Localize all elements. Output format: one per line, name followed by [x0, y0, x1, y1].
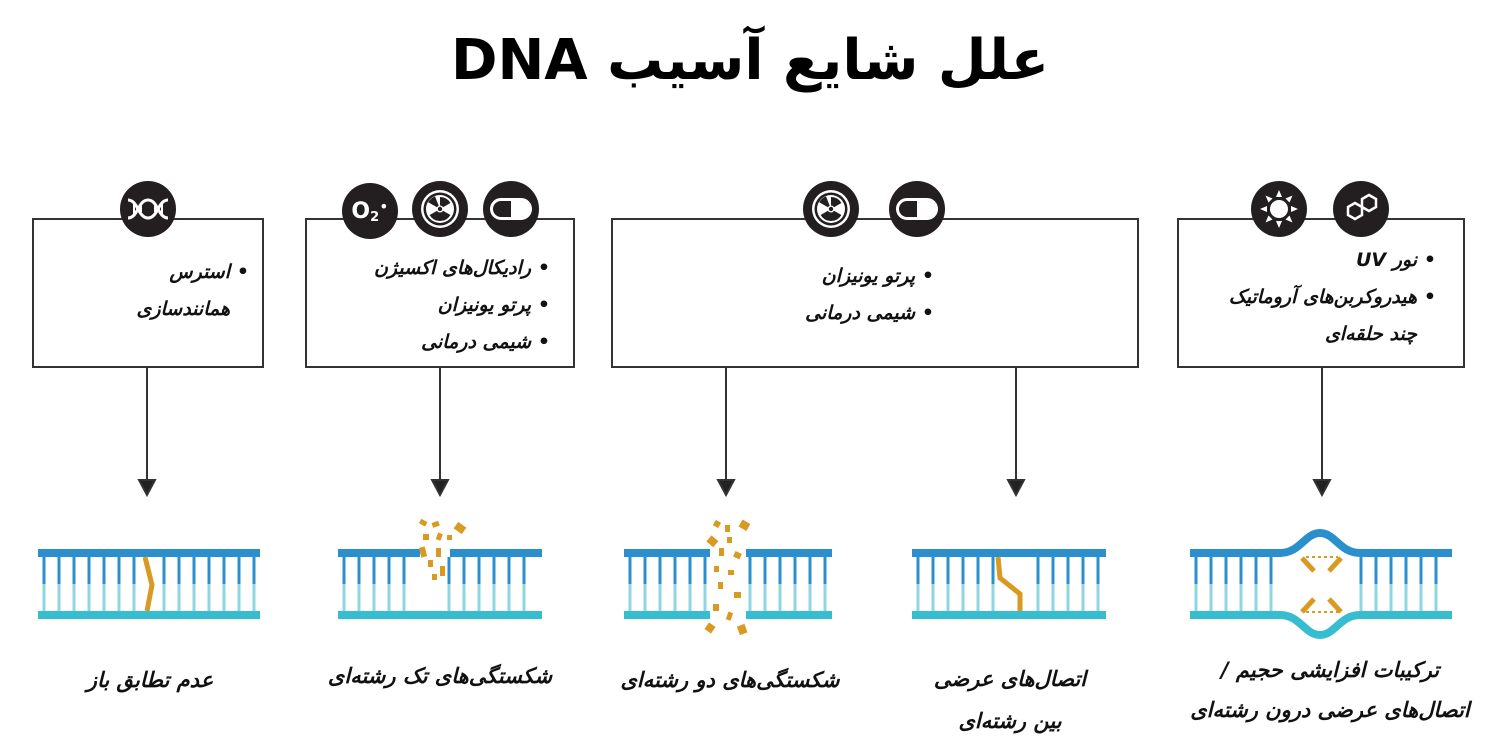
cause-box-replication: •استرس همانندسازی	[32, 218, 264, 368]
cause-item-continued: همانندسازی	[136, 298, 230, 320]
page-title: علل شایع آسیب DNA	[450, 28, 1050, 93]
radiation-icon	[803, 181, 859, 237]
cause-box-uv: •نور UV •هیدروکربن‌های آروماتیک چند حلقه…	[1177, 218, 1465, 368]
aromatic-ring-icon	[1333, 181, 1389, 237]
cause-box-radiation: •پرتو یونیزان •شیمی درمانی	[611, 218, 1139, 368]
cause-box-oxidative: •رادیکال‌های اکسیژن •پرتو یونیزان •شیمی …	[305, 218, 575, 368]
cause-item: •شیمی درمانی	[805, 302, 935, 324]
pill-icon	[889, 181, 945, 237]
dna-helix-icon	[120, 181, 176, 237]
cause-item: •استرس	[169, 261, 250, 283]
dna-interstrand-crosslink-illustration	[912, 549, 1106, 619]
cause-item: •پرتو یونیزان	[821, 265, 935, 287]
outcome-label-single-strand-break: شکستگی‌های تک رشته‌ای	[327, 664, 553, 688]
dna-base-mismatch-illustration	[38, 549, 260, 619]
cause-item: •هیدروکربن‌های آروماتیک	[1228, 286, 1437, 308]
dna-single-strand-break-illustration	[338, 518, 542, 619]
cause-item: •شیمی درمانی	[421, 331, 551, 353]
outcome-label-base-mismatch: عدم تطابق باز	[86, 668, 214, 692]
oxygen-symbol: O	[351, 198, 371, 224]
dna-bulky-adduct-illustration	[1190, 528, 1452, 640]
cause-item: •رادیکال‌های اکسیژن	[373, 257, 551, 279]
dna-double-strand-break-illustration	[624, 519, 832, 636]
outcome-label-bulky-adduct: ترکیبات افزایشی حجیم / اتصال‌های عرضی در…	[1190, 658, 1470, 722]
sun-uv-icon	[1251, 181, 1307, 237]
radiation-icon	[412, 181, 468, 237]
outcome-label-interstrand-crosslink: اتصال‌های عرضی بین رشته‌ای	[933, 667, 1087, 733]
pill-icon	[483, 181, 539, 237]
cause-item: •نور UV	[1355, 249, 1437, 271]
outcome-label-double-strand-break: شکستگی‌های دو رشته‌ای	[620, 668, 840, 692]
oxygen-radical-icon: O 2 •	[342, 183, 398, 239]
cause-item-continued: چند حلقه‌ای	[1324, 323, 1417, 345]
cause-item: •پرتو یونیزان	[437, 294, 551, 316]
